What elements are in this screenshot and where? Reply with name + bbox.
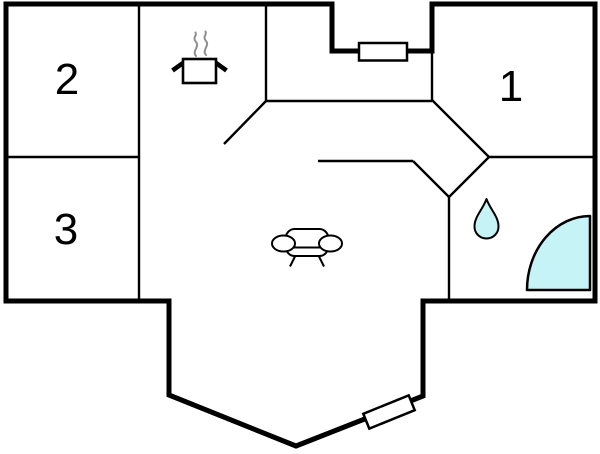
wall-kitchen-diagonal	[223, 100, 267, 145]
wall-living-diagonal	[412, 160, 450, 198]
interior-walls	[6, 4, 595, 301]
shower-quarter-icon	[525, 214, 592, 292]
sofa-icon	[271, 228, 343, 267]
window-marker	[357, 41, 409, 62]
door-marker	[361, 393, 417, 431]
water-drop-icon	[473, 198, 500, 240]
wall-room1-diagonal	[431, 99, 490, 158]
room-label-2: 2	[54, 55, 80, 104]
room-label-1: 1	[498, 62, 524, 111]
wall-bath-diagonal	[448, 156, 490, 198]
room-label-3: 3	[53, 205, 79, 254]
steam-icon	[193, 30, 209, 57]
stove-pot-icon	[171, 30, 228, 85]
